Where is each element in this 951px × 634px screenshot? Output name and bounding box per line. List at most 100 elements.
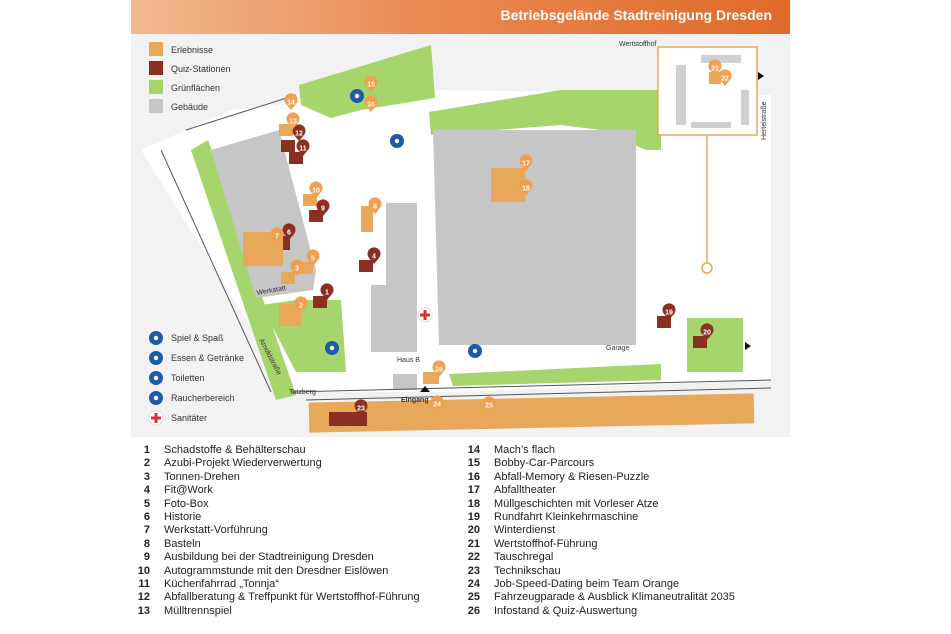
station-marker-20[interactable]: 20	[700, 323, 714, 340]
station-marker-12[interactable]: 12	[292, 124, 306, 141]
map-title: Betriebsgelände Stadtreinigung Dresden	[500, 7, 773, 23]
station-list-label: Müllgeschichten mit Vorleser Atze	[494, 497, 659, 510]
station-list-number: 17	[467, 484, 480, 497]
station-area-4	[359, 260, 373, 272]
station-marker-19[interactable]: 19	[662, 303, 676, 320]
station-list-number: 7	[143, 524, 150, 537]
station-marker-22[interactable]: 22	[718, 69, 732, 86]
station-marker-8[interactable]: 8	[368, 197, 382, 214]
legend-icon-label: Essen & Getränke	[171, 353, 244, 363]
legend-swatch-gebaeude	[149, 99, 163, 113]
station-marker-9[interactable]: 9	[316, 199, 330, 216]
station-list-label: Abfalltheater	[494, 484, 556, 497]
station-list-label: Azubi-Projekt Wiederverwertung	[164, 457, 322, 470]
station-marker-15[interactable]: 15	[364, 75, 378, 92]
wertstoffhof-inset	[657, 46, 758, 274]
station-marker-18[interactable]: 18	[519, 179, 533, 196]
smoking-icon	[149, 391, 163, 405]
station-area-9	[309, 210, 323, 222]
station-list-number: 20	[467, 524, 480, 537]
road-northwest	[160, 149, 272, 393]
legend-swatch-quiz	[149, 61, 163, 75]
station-list-label: Fit@Work	[164, 484, 213, 497]
station-list-item: 17 Abfalltheater	[460, 484, 556, 496]
legend-type-label: Quiz-Stationen	[171, 64, 231, 74]
station-area-3	[281, 272, 295, 284]
station-marker-2[interactable]: 2	[294, 296, 308, 313]
building-werkstatt	[211, 130, 316, 298]
legend-icon-label: Spiel & Spaß	[171, 333, 224, 343]
station-list-item: 20 Winterdienst	[460, 524, 555, 536]
station-list-item: 10 Autogrammstunde mit den Dresdner Eislö…	[130, 564, 389, 577]
label-wertstoffhof: Wertstoffhof	[619, 41, 657, 48]
station-marker-23[interactable]: 23	[354, 399, 368, 416]
station-marker-number: 6	[287, 230, 291, 237]
station-marker-5[interactable]: 5	[306, 249, 320, 266]
station-marker-number: 7	[275, 234, 279, 241]
station-marker-11[interactable]: 11	[296, 139, 310, 156]
station-marker-number: 14	[287, 100, 295, 107]
station-marker-1[interactable]: 1	[320, 283, 334, 300]
legend-type-label: Erlebnisse	[171, 45, 213, 55]
station-marker-number: 9	[321, 206, 325, 213]
station-list-label: Job-Speed-Dating beim Team Orange	[494, 578, 680, 590]
legend-swatch-gruen	[149, 80, 163, 94]
station-area-11	[289, 152, 303, 164]
station-list-label: Autogrammstunde mit den Dresdner Eislöwe…	[164, 564, 389, 577]
station-marker-17[interactable]: 17	[519, 154, 533, 171]
station-list-label: Basteln	[164, 537, 201, 550]
toilet-icon	[468, 344, 482, 358]
first-aid-icon	[148, 410, 164, 426]
station-area-26	[423, 372, 439, 384]
green-area-center	[429, 90, 661, 150]
station-marker-25[interactable]: 25	[482, 396, 496, 413]
station-marker-number: 11	[299, 146, 307, 153]
station-marker-14[interactable]: 14	[284, 93, 298, 110]
station-marker-24[interactable]: 24	[430, 395, 444, 412]
station-list-number: 4	[143, 484, 150, 497]
building-eingang	[393, 374, 417, 390]
station-marker-26[interactable]: 26	[432, 360, 446, 377]
station-list-item: 23 Technikschau	[460, 565, 561, 577]
cutlery-icon	[149, 351, 163, 365]
station-area-10	[303, 194, 317, 206]
station-list-label: Bobby-Car-Parcours	[494, 457, 595, 470]
station-list-label: Technikschau	[494, 564, 561, 577]
station-marker-4[interactable]: 4	[367, 247, 381, 264]
station-marker-16[interactable]: 16	[364, 95, 378, 112]
wertstoffhof-marker	[701, 262, 713, 274]
station-list-number: 14	[467, 444, 480, 456]
station-list-number: 9	[143, 551, 150, 564]
station-marker-6[interactable]: 6	[282, 223, 296, 240]
station-list-number: 23	[467, 564, 480, 577]
station-marker-3[interactable]: 3	[290, 259, 304, 276]
station-list-item: 14 Mach’s flach	[460, 444, 555, 456]
station-marker-13[interactable]: 13	[286, 112, 300, 129]
station-marker-21[interactable]: 21	[708, 59, 722, 76]
legend-type-label: Gebäude	[171, 102, 208, 112]
parade-road	[308, 393, 755, 433]
station-marker-number: 8	[373, 204, 377, 211]
station-list-label: Mach’s flach	[494, 444, 555, 456]
station-list-number: 10	[137, 564, 150, 577]
toilet-icon	[149, 371, 163, 385]
station-list-number: 25	[467, 591, 480, 604]
station-list-label: Winterdienst	[494, 524, 556, 537]
building-garage	[433, 130, 636, 345]
label-haus-b: Haus B	[397, 357, 420, 364]
label-eingang: Eingang	[401, 397, 429, 404]
station-marker-7[interactable]: 7	[270, 227, 284, 244]
road-north	[185, 94, 297, 131]
station-list-label: Tauschregal	[494, 551, 554, 564]
legend-icon-label: Sanitäter	[171, 413, 207, 423]
station-marker-10[interactable]: 10	[309, 181, 323, 198]
station-list-item: 4 Fit@Work	[130, 484, 213, 496]
